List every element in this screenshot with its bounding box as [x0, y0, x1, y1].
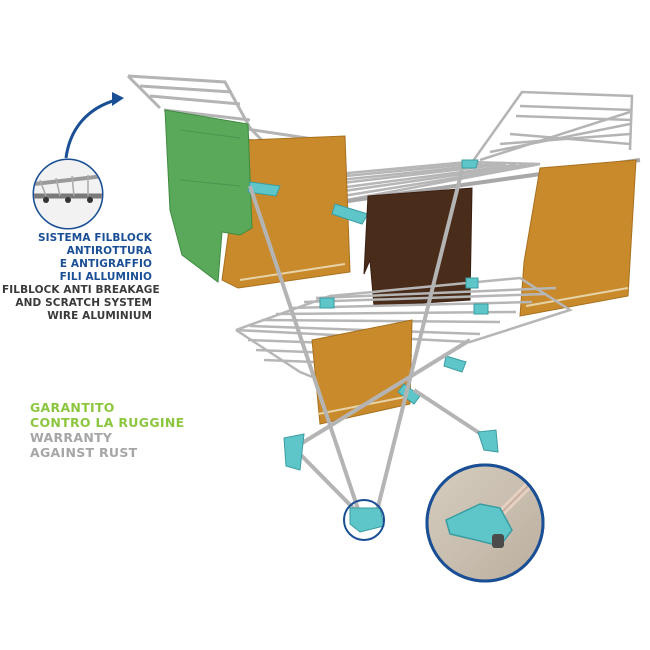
filblock-en-line-2: AND SCRATCH SYSTEM [15, 297, 152, 309]
rust-en-line-2: AGAINST RUST [30, 445, 138, 460]
rust-en-line-1: WARRANTY [30, 430, 113, 445]
orange-towel-right [519, 159, 637, 317]
rust-it-line-1: GARANTITO [30, 400, 115, 415]
rust-warranty-callout: GARANTITO CONTRO LA RUGGINE WARRANTY AGA… [30, 400, 184, 460]
orange-towel-lower [311, 319, 413, 425]
foot-highlight-circle [343, 499, 385, 541]
upper-right-wing [466, 90, 634, 169]
feet [283, 429, 499, 533]
lower-clips [319, 277, 489, 405]
filblock-it-line-2: ANTIROTTURA [66, 245, 152, 257]
rust-it-line-2: CONTRO LA RUGGINE [30, 415, 185, 430]
foot-detail-icon [425, 463, 545, 583]
filblock-detail-icon [32, 158, 104, 230]
filblock-en-line-1: FILBLOCK ANTI BREAKAGE [2, 284, 160, 296]
curved-arrow-icon [64, 92, 124, 159]
filblock-it-line-1: SISTEMA FILBLOCK [37, 232, 152, 244]
filblock-en-line-3: WIRE ALUMINIUM [47, 310, 152, 322]
green-towel [164, 109, 253, 283]
filblock-callout: SISTEMA FILBLOCK ANTIROTTURA E ANTIGRAFF… [2, 232, 160, 323]
filblock-it-line-3: E ANTIGRAFFIO [59, 258, 152, 270]
filblock-it-line-4: FILI ALLUMINIO [59, 271, 152, 283]
